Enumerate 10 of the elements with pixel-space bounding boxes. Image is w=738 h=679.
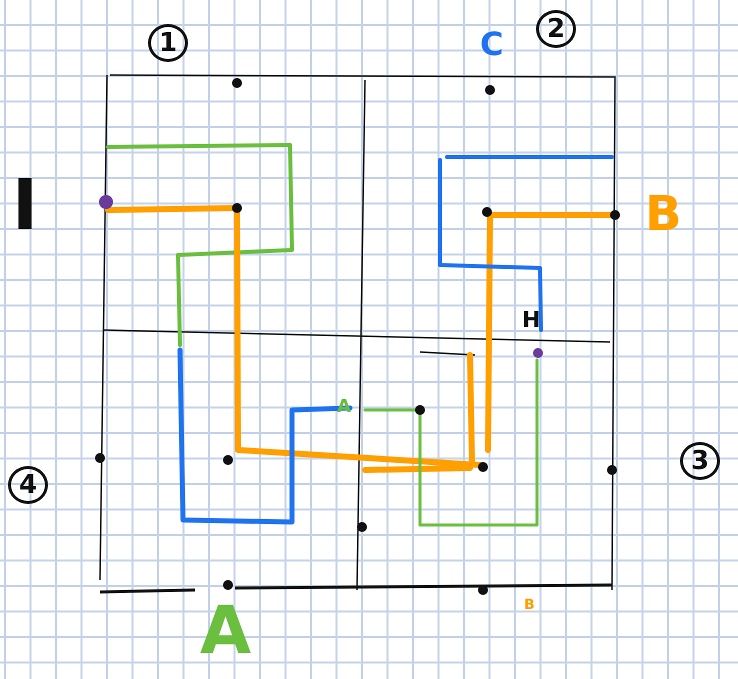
- circled-number: 2: [536, 10, 576, 48]
- circled-number: 1: [148, 24, 188, 62]
- circled-number: 4: [8, 466, 48, 504]
- letter-label: B: [524, 598, 535, 612]
- letter-label: I: [12, 170, 38, 240]
- letter-label: C: [480, 28, 504, 60]
- circled-number: 3: [680, 442, 720, 480]
- letter-label: A: [200, 598, 252, 664]
- letter-label: H: [522, 310, 540, 332]
- letter-label: B: [645, 190, 682, 238]
